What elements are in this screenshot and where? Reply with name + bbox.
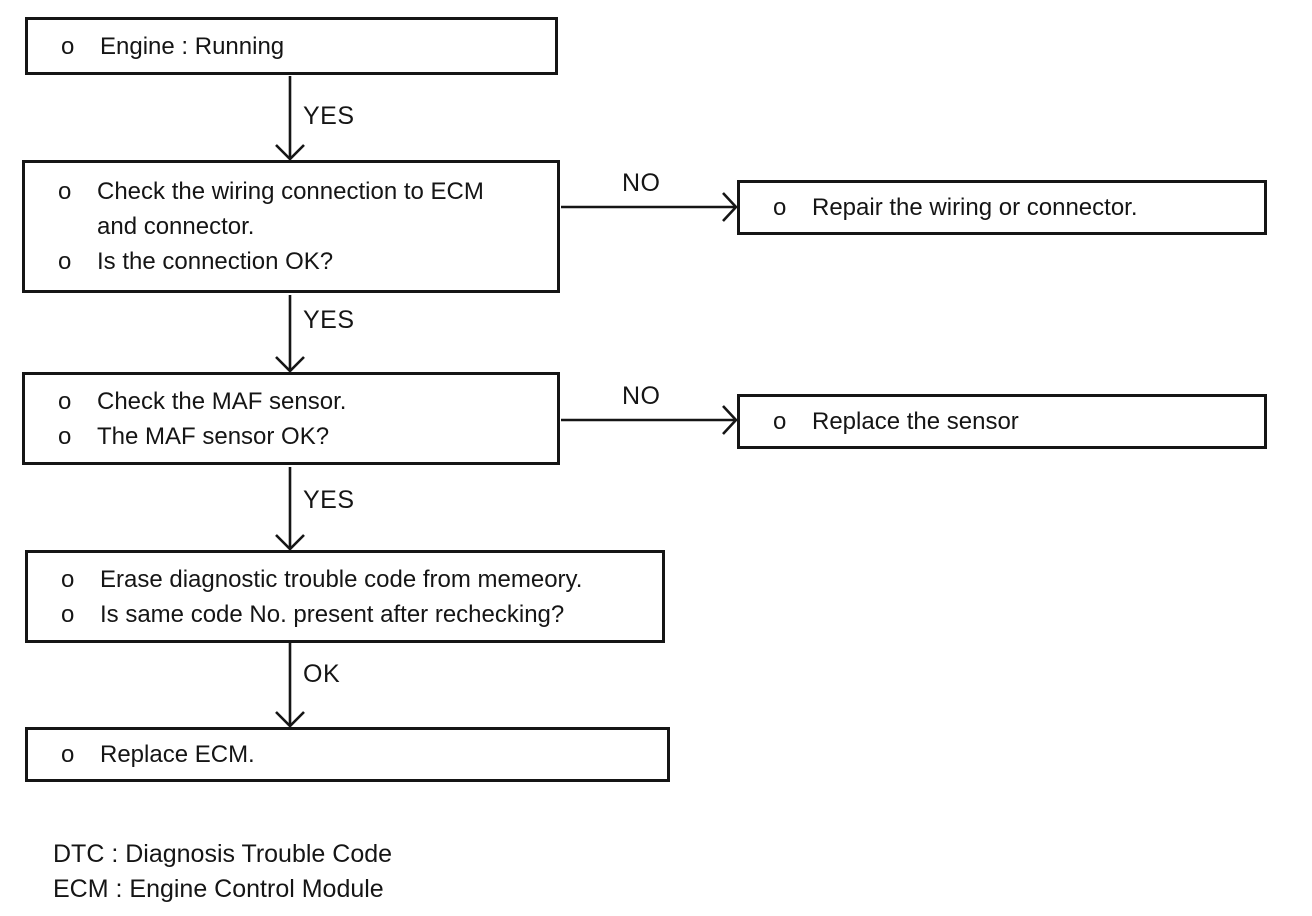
bullet-marker: o bbox=[61, 32, 75, 60]
label-yes-3: YES bbox=[303, 486, 355, 514]
node-line: o Engine : Running bbox=[28, 29, 555, 64]
node-line: o Repair the wiring or connector. bbox=[740, 190, 1264, 225]
node-text: Is the connection OK? bbox=[97, 248, 334, 275]
node-text: Replace ECM. bbox=[100, 741, 255, 768]
bullet-marker: o bbox=[61, 600, 75, 628]
node-text: Replace the sensor bbox=[812, 408, 1019, 435]
node-text: and connector. bbox=[97, 213, 255, 240]
node-line: o Is the connection OK? bbox=[25, 244, 557, 279]
arrow-down-yes-1 bbox=[275, 76, 305, 161]
node-line: o Check the wiring connection to ECM bbox=[25, 174, 557, 209]
label-ok: OK bbox=[303, 660, 341, 688]
node-text: Erase diagnostic trouble code from memeo… bbox=[100, 565, 583, 593]
arrow-down-yes-2 bbox=[275, 295, 305, 373]
node-replace-ecm: o Replace ECM. bbox=[25, 727, 670, 782]
label-yes-1: YES bbox=[303, 102, 355, 130]
node-replace-sensor: o Replace the sensor bbox=[737, 394, 1267, 449]
node-repair-wiring: o Repair the wiring or connector. bbox=[737, 180, 1267, 235]
node-check-maf: o Check the MAF sensor. o The MAF sensor… bbox=[22, 372, 560, 465]
node-text: Engine : Running bbox=[100, 32, 285, 60]
bullet-marker: o bbox=[773, 408, 787, 435]
bullet-marker: o bbox=[58, 387, 72, 415]
arrow-down-yes-3 bbox=[275, 467, 305, 551]
node-line: o Replace the sensor bbox=[740, 404, 1264, 439]
node-line: o The MAF sensor OK? bbox=[25, 419, 557, 454]
bullet-marker: o bbox=[58, 248, 72, 275]
bullet-marker: o bbox=[61, 565, 75, 593]
label-yes-2: YES bbox=[303, 306, 355, 334]
node-engine-running: o Engine : Running bbox=[25, 17, 558, 75]
label-no-2: NO bbox=[622, 382, 661, 410]
arrow-right-no-1 bbox=[561, 192, 738, 222]
node-check-wiring: o Check the wiring connection to ECM and… bbox=[22, 160, 560, 293]
legend-ecm: ECM : Engine Control Module bbox=[53, 875, 384, 903]
bullet-marker: o bbox=[773, 194, 787, 221]
bullet-marker: o bbox=[61, 741, 75, 768]
label-no-1: NO bbox=[622, 169, 661, 197]
node-text: The MAF sensor OK? bbox=[97, 422, 330, 450]
node-line: o Is same code No. present after recheck… bbox=[28, 597, 662, 632]
legend: DTC : Diagnosis Trouble Code ECM : Engin… bbox=[53, 837, 392, 907]
node-line: o Check the MAF sensor. bbox=[25, 384, 557, 419]
node-text: Repair the wiring or connector. bbox=[812, 194, 1138, 221]
node-erase-dtc: o Erase diagnostic trouble code from mem… bbox=[25, 550, 665, 643]
arrow-down-ok bbox=[275, 643, 305, 728]
node-text: Is same code No. present after recheckin… bbox=[100, 600, 565, 628]
node-text: Check the wiring connection to ECM bbox=[97, 178, 484, 205]
node-line-continuation: and connector. bbox=[25, 209, 557, 244]
legend-dtc: DTC : Diagnosis Trouble Code bbox=[53, 840, 393, 868]
node-line: o Erase diagnostic trouble code from mem… bbox=[28, 562, 662, 597]
node-line: o Replace ECM. bbox=[28, 737, 667, 772]
bullet-marker: o bbox=[58, 422, 72, 450]
arrow-right-no-2 bbox=[561, 405, 738, 435]
node-text: Check the MAF sensor. bbox=[97, 387, 347, 415]
bullet-marker: o bbox=[58, 178, 72, 205]
